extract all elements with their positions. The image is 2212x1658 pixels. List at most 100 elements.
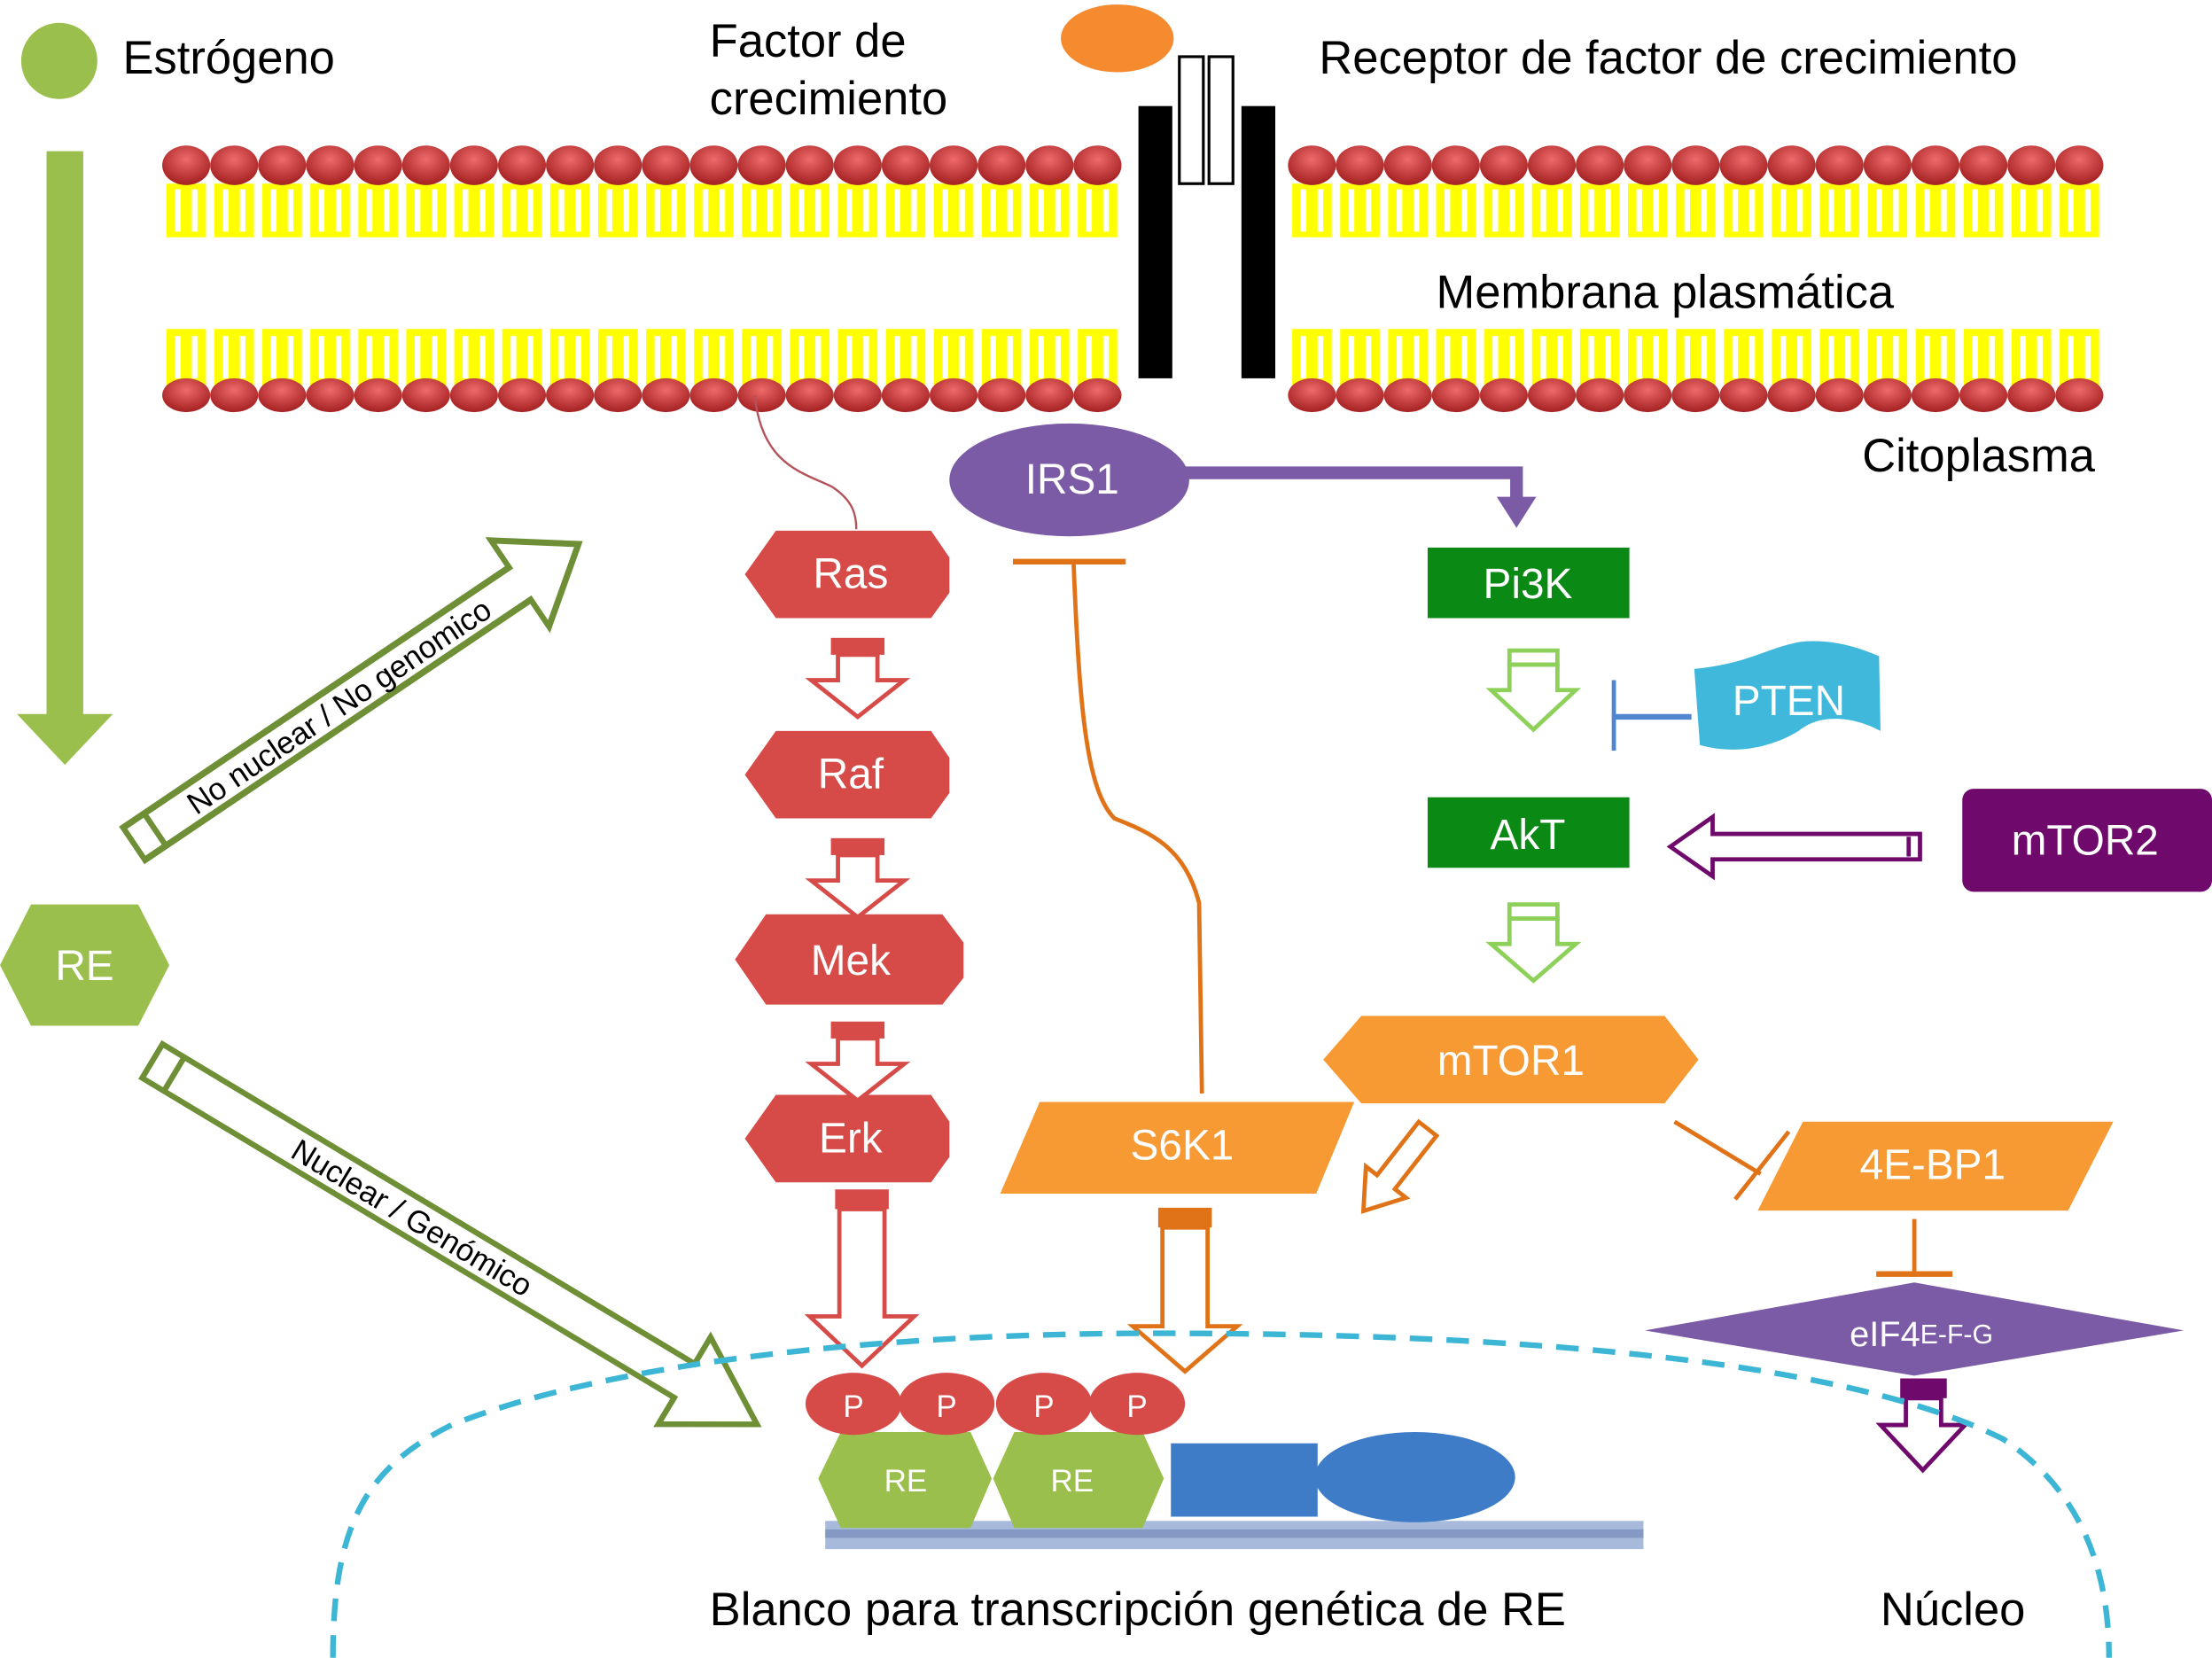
mtor1-inhibits-4ebp1 (1673, 1119, 1791, 1201)
phosphate-label: P (1033, 1389, 1054, 1424)
lipid (162, 145, 211, 413)
s6k1-to-nucleus-arrow (1126, 1207, 1243, 1374)
s6k1-node: S6K1 (1000, 1101, 1355, 1194)
raf-label: Raf (818, 751, 884, 798)
phosphate-label: P (843, 1389, 863, 1424)
raf-node: Raf (744, 730, 950, 819)
non-genomic-pathway-arrow: No nuclear / No genomico (119, 537, 583, 865)
lipid (594, 145, 643, 413)
coactivator-circle (1314, 1432, 1515, 1522)
pten-node: PTEN (1694, 641, 1881, 750)
eif4-main: eIF4 (1850, 1315, 1920, 1354)
lipid (210, 145, 259, 413)
lipid (1336, 145, 1384, 413)
lipid (546, 145, 595, 413)
re-bound-1: RE (818, 1432, 993, 1529)
lipid (306, 145, 354, 413)
lipid (449, 145, 498, 413)
mtor1-to-s6k1-arrow (1360, 1118, 1440, 1214)
ras-label: Ras (813, 551, 888, 598)
lipid (1431, 145, 1480, 413)
lipid (2007, 145, 2056, 413)
lipid (401, 145, 450, 413)
akt-node: AkT (1427, 797, 1630, 868)
re-bound-2-label: RE (1050, 1464, 1094, 1498)
mek-label: Mek (811, 938, 891, 985)
cytoplasm-label: Citoplasma (1862, 430, 2095, 482)
lipid (642, 145, 690, 413)
s6k1-inhibits-irs1 (1012, 558, 1204, 1094)
erk-node: Erk (744, 1094, 950, 1183)
lipid (354, 145, 402, 413)
phosphate-label: P (1126, 1389, 1147, 1424)
lipid (1383, 145, 1432, 413)
mtor2-label: mTOR2 (2012, 818, 2159, 865)
mapk-step-arrow (805, 1021, 911, 1103)
4ebp1-inhibits-eif4 (1876, 1218, 1953, 1277)
eif4-node: eIF4E-F-G (1645, 1282, 2185, 1376)
lipid (977, 145, 1026, 413)
plasma-membrane (162, 145, 2104, 413)
erk-label: Erk (819, 1115, 883, 1162)
phosphate-2: P (899, 1373, 995, 1436)
irs1-node: IRS1 (949, 423, 1189, 537)
lipid (881, 145, 931, 413)
non-genomic-label: No nuclear / No genomico (181, 592, 497, 821)
lipid (497, 145, 547, 413)
akt-label: AkT (1491, 812, 1566, 859)
lipid (2055, 145, 2104, 413)
estrogen-entry-arrow (17, 151, 113, 766)
lipid (689, 145, 738, 413)
lipid (1959, 145, 2008, 413)
lipid (737, 145, 786, 413)
growth-factor-ligand (1061, 4, 1174, 73)
mek-node: Mek (735, 914, 964, 1005)
nucleus-label: Núcleo (1881, 1584, 2025, 1636)
lipid (1576, 145, 1624, 413)
irs1-label: IRS1 (1025, 456, 1119, 503)
estrogen-label: Estrógeno (122, 32, 334, 84)
nucleus-boundary (330, 1330, 2112, 1658)
growth-factor-receptor (1138, 55, 1276, 378)
lipid (1767, 145, 1816, 413)
lipid (833, 145, 882, 413)
lipid (930, 145, 978, 413)
coactivator-square (1171, 1443, 1318, 1517)
lipid (1719, 145, 1768, 413)
genomic-label: Nuclear / Genómico (285, 1133, 538, 1304)
irs1-to-pi3k-arrow (1185, 466, 1537, 528)
growth-factor-label-2: crecimiento (710, 73, 948, 125)
eif4-label: eIF4E-F-G (1850, 1315, 1993, 1354)
4ebp1-node: 4E-BP1 (1757, 1121, 2114, 1211)
target-label: Blanco para transcripción genética de RE (710, 1584, 1566, 1636)
eif4-to-nucleus-arrow (1875, 1378, 1970, 1474)
re-label: RE (55, 943, 113, 990)
mtor1-node: mTOR1 (1323, 1016, 1699, 1104)
membrane-label: Membrana plasmática (1436, 266, 1894, 318)
receptor-label: Receptor de factor de crecimiento (1319, 32, 2017, 84)
lipid (1911, 145, 1960, 413)
phosphate-label: P (936, 1389, 956, 1424)
pi3k-to-akt-arrow (1485, 648, 1582, 733)
lipid (258, 145, 307, 413)
re-receptor-node: RE (0, 904, 170, 1026)
lipid (1815, 145, 1864, 413)
mtor2-node: mTOR2 (1962, 789, 2212, 892)
estrogen-icon (20, 22, 97, 99)
pi3k-node: Pi3K (1427, 547, 1630, 619)
mapk-step-arrow (805, 637, 911, 720)
lipid (1863, 145, 1912, 413)
ras-node: Ras (744, 530, 950, 619)
s6k1-label: S6K1 (1131, 1122, 1235, 1169)
phosphate-4: P (1088, 1373, 1186, 1436)
4ebp1-label: 4E-BP1 (1860, 1142, 2006, 1189)
phosphate-3: P (995, 1373, 1093, 1436)
re-bound-2: RE (993, 1432, 1164, 1529)
lipid (1025, 145, 1074, 413)
mapk-step-arrow (805, 837, 911, 921)
mtor2-to-akt-arrow (1666, 813, 1922, 881)
lipid (1288, 145, 1336, 413)
pi3k-label: Pi3K (1484, 561, 1573, 608)
lipid (1073, 145, 1122, 413)
